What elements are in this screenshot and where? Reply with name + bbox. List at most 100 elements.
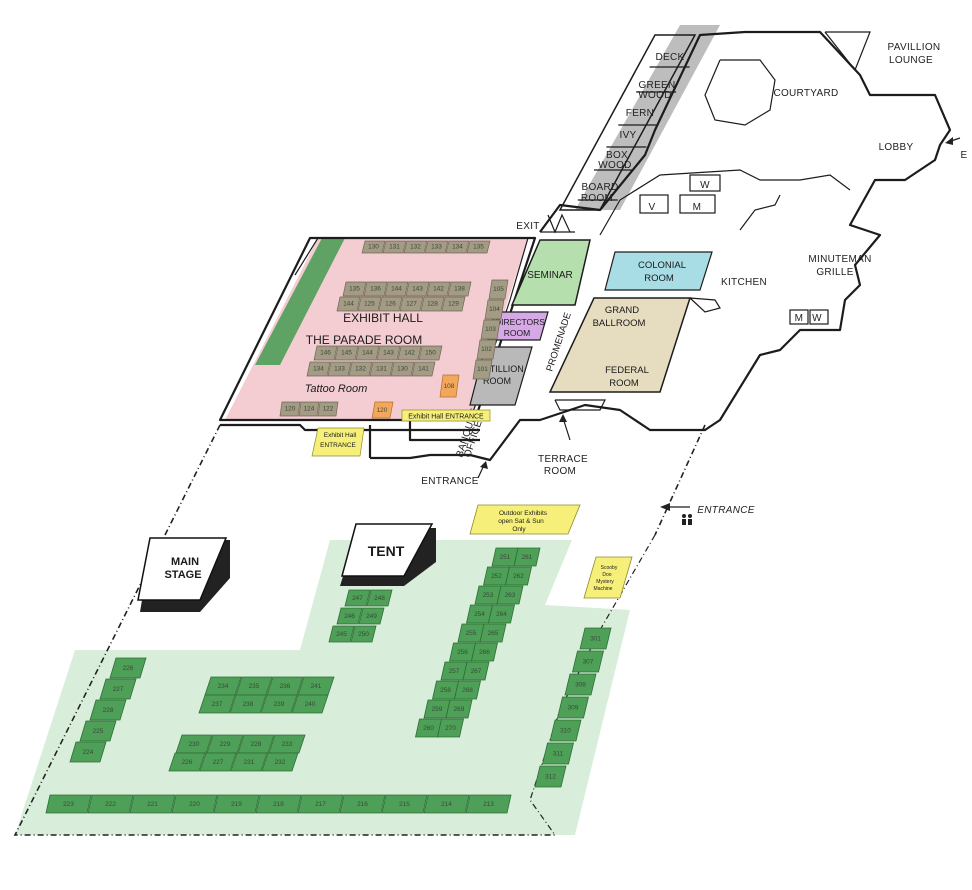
hall-booth-144[interactable]: 144 <box>336 296 361 312</box>
hall-booth-142[interactable]: 142 <box>397 345 422 361</box>
booth-262[interactable]: 262 <box>505 566 532 586</box>
booth-237[interactable]: 237 <box>198 694 236 714</box>
hall-booth-144[interactable]: 144 <box>384 281 409 297</box>
booth-228[interactable]: 228 <box>237 734 275 754</box>
booth-311[interactable]: 311 <box>541 742 575 765</box>
main-stage[interactable]: MAIN STAGE <box>137 537 230 612</box>
hall-booth-134[interactable]: 134 <box>306 361 331 377</box>
booth-261[interactable]: 261 <box>513 547 541 567</box>
hall-booth-135[interactable]: 135 <box>342 281 367 297</box>
booth-312[interactable]: 312 <box>534 765 567 788</box>
booth-227[interactable]: 227 <box>99 678 137 700</box>
hall-booth-142[interactable]: 142 <box>426 281 451 297</box>
booth-239[interactable]: 239 <box>260 694 298 714</box>
booth-241[interactable]: 241 <box>297 676 335 696</box>
booth-220[interactable]: 220 <box>171 794 218 814</box>
booth-248[interactable]: 248 <box>366 589 393 607</box>
booth-257[interactable]: 257 <box>440 661 468 681</box>
hall-booth-105[interactable]: 105 <box>488 279 509 300</box>
hall-booth-104[interactable]: 104 <box>484 299 505 320</box>
booth-233[interactable]: 233 <box>268 734 306 754</box>
hall-booth-133[interactable]: 133 <box>424 240 449 254</box>
hall-booth-143[interactable]: 143 <box>376 345 401 361</box>
hall-booth-103[interactable]: 103 <box>480 319 501 340</box>
booth-234[interactable]: 234 <box>204 676 242 696</box>
hall-booth-120[interactable]: 120 <box>279 401 301 417</box>
booth-216[interactable]: 216 <box>339 794 386 814</box>
booth-251[interactable]: 251 <box>491 547 519 567</box>
booth-259[interactable]: 259 <box>423 699 451 719</box>
booth-260[interactable]: 260 <box>415 718 442 738</box>
booth-223[interactable]: 223 <box>45 794 92 814</box>
hall-booth-135[interactable]: 135 <box>466 240 491 254</box>
booth-227[interactable]: 227 <box>199 752 237 772</box>
booth-217[interactable]: 217 <box>297 794 344 814</box>
booth-236[interactable]: 236 <box>266 676 304 696</box>
hall-booth-145[interactable]: 145 <box>334 345 359 361</box>
booth-269[interactable]: 269 <box>445 699 473 719</box>
hall-booth-128[interactable]: 128 <box>420 296 445 312</box>
hall-booth-130[interactable]: 130 <box>361 240 386 254</box>
booth-231[interactable]: 231 <box>230 752 268 772</box>
booth-263[interactable]: 263 <box>496 585 524 605</box>
booth-307[interactable]: 307 <box>571 650 605 673</box>
booth-268[interactable]: 268 <box>454 680 481 700</box>
booth-270[interactable]: 270 <box>437 718 464 738</box>
booth-238[interactable]: 238 <box>229 694 267 714</box>
booth-224[interactable]: 224 <box>69 741 107 763</box>
tent[interactable]: TENT <box>340 523 436 586</box>
booth-301[interactable]: 301 <box>579 627 612 650</box>
booth-213[interactable]: 213 <box>465 794 512 814</box>
booth-235[interactable]: 235 <box>235 676 273 696</box>
booth-246[interactable]: 246 <box>336 607 363 625</box>
hall-booth-102[interactable]: 102 <box>476 339 497 360</box>
hall-booth-131[interactable]: 131 <box>369 361 394 377</box>
hall-booth-141[interactable]: 141 <box>411 361 436 377</box>
booth-230[interactable]: 230 <box>175 734 213 754</box>
booth-221[interactable]: 221 <box>129 794 176 814</box>
hall-booth-132[interactable]: 132 <box>403 240 428 254</box>
booth-254[interactable]: 254 <box>466 604 493 624</box>
hall-booth-126[interactable]: 126 <box>378 296 403 312</box>
booth-255[interactable]: 255 <box>457 623 485 643</box>
booth-240[interactable]: 240 <box>291 694 329 714</box>
hall-booth-120[interactable]: 120 <box>371 401 394 419</box>
booth-214[interactable]: 214 <box>423 794 470 814</box>
booth-252[interactable]: 252 <box>483 566 510 586</box>
hall-booth-127[interactable]: 127 <box>399 296 424 312</box>
hall-booth-101[interactable]: 101 <box>472 359 493 380</box>
booth-215[interactable]: 215 <box>381 794 428 814</box>
hall-booth-129[interactable]: 129 <box>441 296 466 312</box>
hall-booth-150[interactable]: 150 <box>418 345 443 361</box>
booth-249[interactable]: 249 <box>358 607 385 625</box>
hall-booth-108[interactable]: 108 <box>439 374 460 398</box>
booth-264[interactable]: 264 <box>488 604 515 624</box>
colonial-room[interactable] <box>604 251 713 291</box>
hall-booth-124[interactable]: 124 <box>298 401 320 417</box>
booth-258[interactable]: 258 <box>432 680 459 700</box>
booth-232[interactable]: 232 <box>261 752 299 772</box>
booth-218[interactable]: 218 <box>255 794 302 814</box>
hall-booth-138[interactable]: 138 <box>447 281 472 297</box>
hall-booth-130[interactable]: 130 <box>390 361 415 377</box>
seminar-room[interactable] <box>510 239 591 306</box>
hall-booth-143[interactable]: 143 <box>405 281 430 297</box>
booth-247[interactable]: 247 <box>344 589 371 607</box>
booth-226[interactable]: 226 <box>109 657 147 679</box>
hall-booth-133[interactable]: 133 <box>327 361 352 377</box>
booth-219[interactable]: 219 <box>213 794 260 814</box>
hall-booth-144[interactable]: 144 <box>355 345 380 361</box>
booth-229[interactable]: 229 <box>206 734 244 754</box>
booth-267[interactable]: 267 <box>462 661 490 681</box>
hall-booth-125[interactable]: 125 <box>357 296 382 312</box>
booth-309[interactable]: 309 <box>556 696 590 719</box>
hall-booth-134[interactable]: 134 <box>445 240 470 254</box>
booth-256[interactable]: 256 <box>449 642 476 662</box>
booth-226[interactable]: 226 <box>168 752 206 772</box>
booth-250[interactable]: 250 <box>350 625 377 643</box>
booth-225[interactable]: 225 <box>79 720 117 742</box>
hall-booth-136[interactable]: 136 <box>363 281 388 297</box>
booth-228[interactable]: 228 <box>89 699 127 721</box>
hall-booth-131[interactable]: 131 <box>382 240 407 254</box>
hall-booth-132[interactable]: 132 <box>348 361 373 377</box>
